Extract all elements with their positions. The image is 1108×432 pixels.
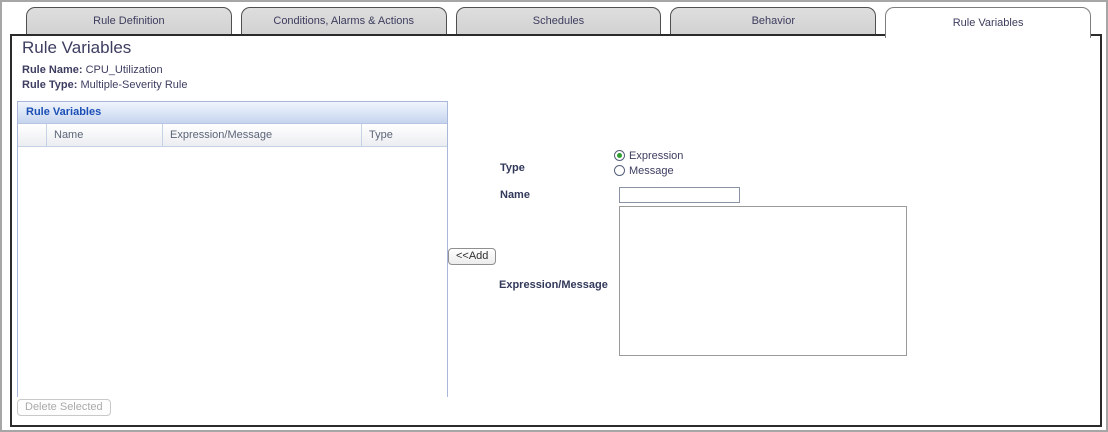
tab-rule-definition[interactable]: Rule Definition <box>26 7 232 34</box>
rule-name-label: Rule Name: <box>22 64 83 76</box>
table-body-empty <box>18 147 447 398</box>
tab-bar: Rule Definition Conditions, Alarms & Act… <box>2 7 1106 38</box>
tab-behavior[interactable]: Behavior <box>670 7 877 34</box>
add-button[interactable]: <<Add <box>448 248 497 265</box>
radio-option-message[interactable]: Message <box>614 163 683 178</box>
tab-content-panel: Rule Variables Rule Name: CPU_Utilizatio… <box>10 34 1102 427</box>
radio-message-icon[interactable] <box>614 165 625 176</box>
rule-type-line: Rule Type: Multiple-Severity Rule <box>22 78 187 92</box>
name-label: Name <box>500 189 530 201</box>
rule-variables-panel-title: Rule Variables <box>18 102 447 124</box>
radio-option-expression[interactable]: Expression <box>614 148 683 163</box>
column-header-expression-message: Expression/Message <box>162 124 361 146</box>
tab-conditions-alarms-actions[interactable]: Conditions, Alarms & Actions <box>240 7 447 34</box>
column-header-select <box>18 124 46 146</box>
delete-selected-button[interactable]: Delete Selected <box>17 399 111 416</box>
column-header-name: Name <box>46 124 162 146</box>
column-header-type: Type <box>361 124 447 146</box>
tab-rule-variables[interactable]: Rule Variables <box>885 7 1091 38</box>
type-label: Type <box>500 162 525 174</box>
rule-name-line: Rule Name: CPU_Utilization <box>22 63 163 77</box>
rule-variables-table-panel: Rule Variables Name Expression/Message T… <box>17 101 448 398</box>
expression-message-textarea[interactable] <box>619 206 907 356</box>
page-title: Rule Variables <box>22 38 132 57</box>
tab-schedules[interactable]: Schedules <box>455 7 662 34</box>
radio-expression-icon[interactable] <box>614 150 625 161</box>
table-header-row: Name Expression/Message Type <box>18 124 447 147</box>
rule-name-value: CPU_Utilization <box>85 64 163 76</box>
radio-expression-label[interactable]: Expression <box>629 149 684 162</box>
expression-message-label: Expression/Message <box>499 279 608 291</box>
name-input[interactable] <box>619 187 740 203</box>
type-radio-group: Expression Message <box>614 148 683 178</box>
radio-message-label[interactable]: Message <box>629 164 674 177</box>
rule-type-label: Rule Type: <box>22 79 78 91</box>
rule-type-value: Multiple-Severity Rule <box>80 79 188 91</box>
